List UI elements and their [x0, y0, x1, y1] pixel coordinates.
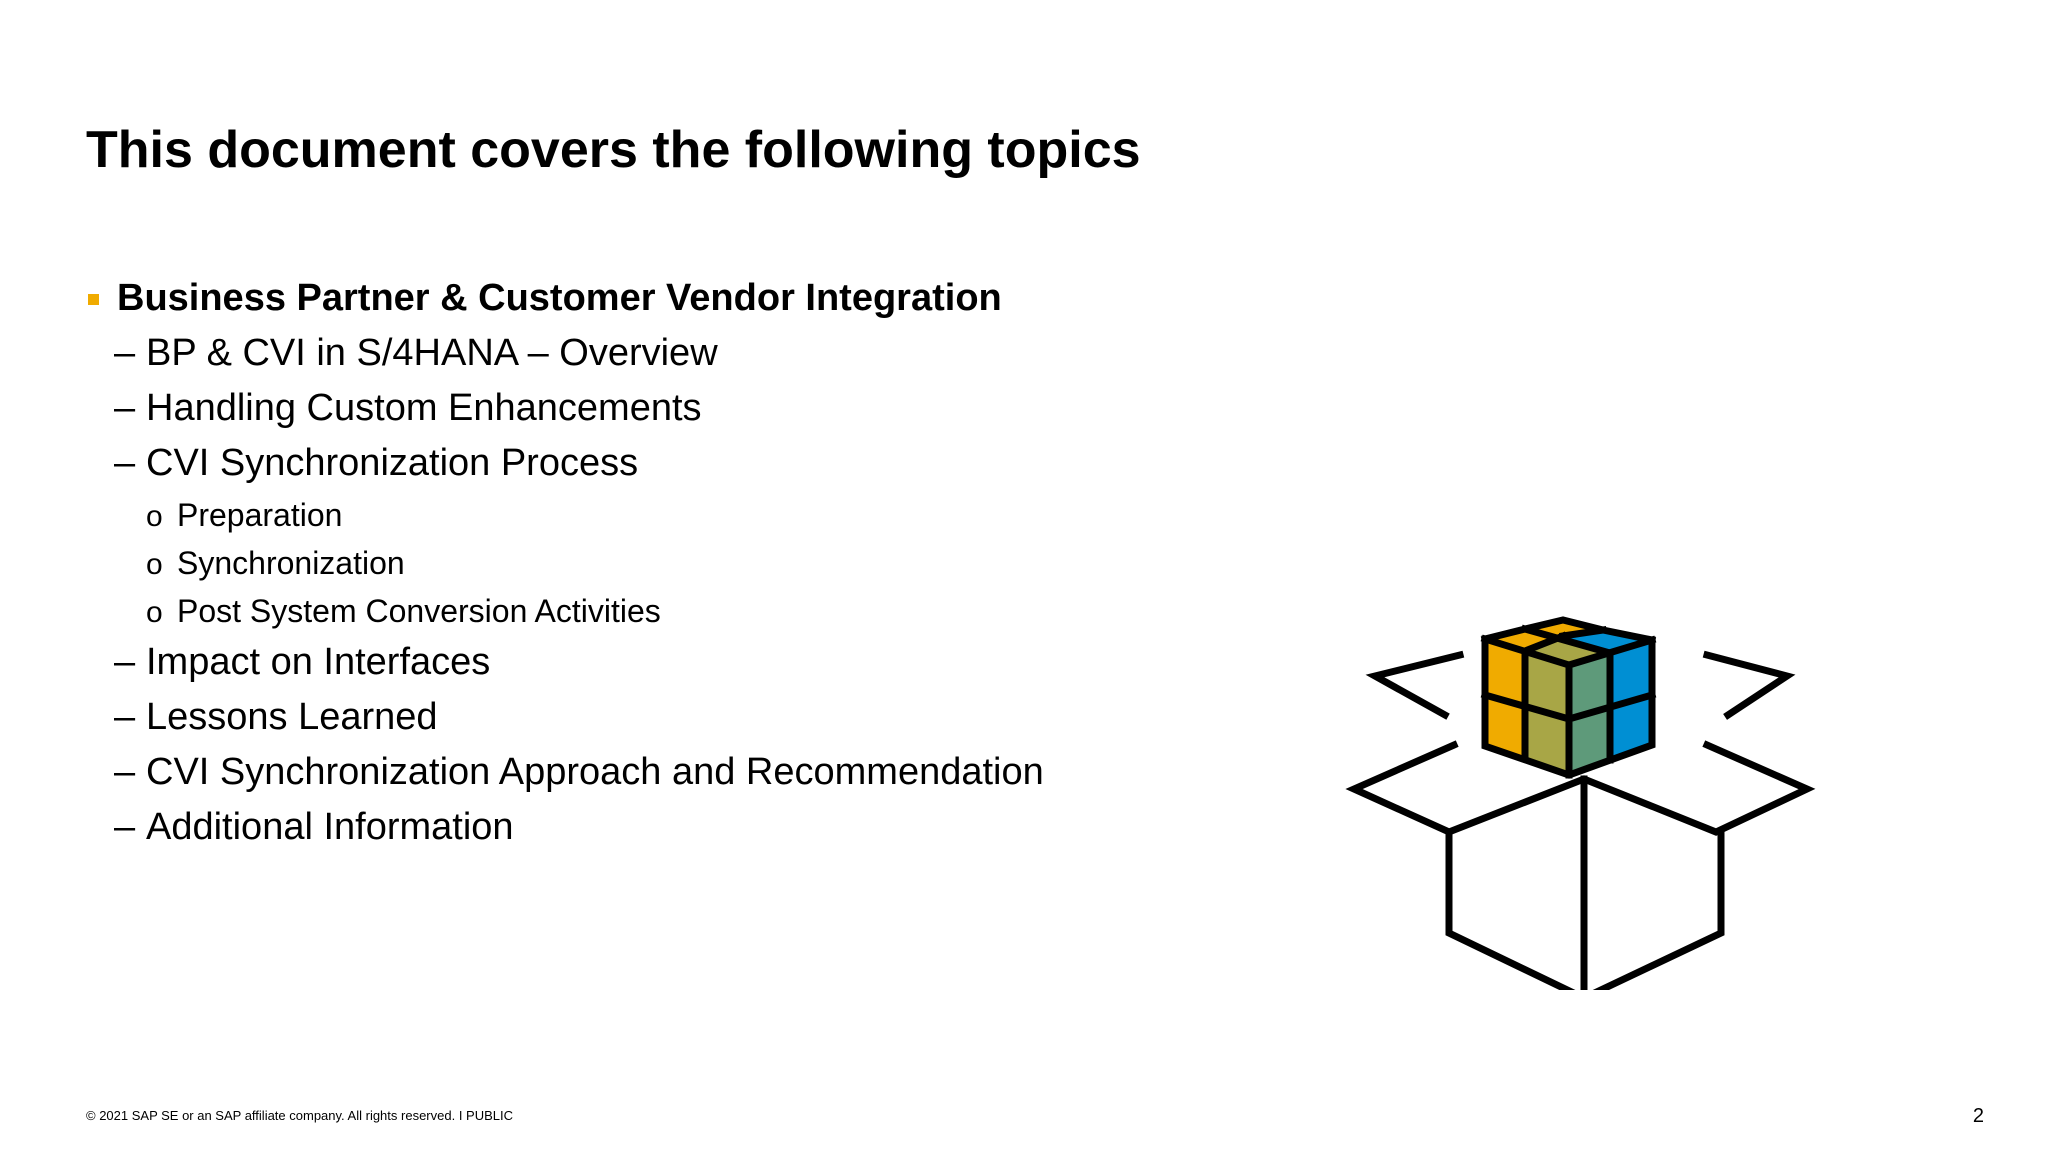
subtopic-item: – Lessons Learned [86, 690, 1286, 745]
dash-bullet: – [114, 387, 136, 429]
dash-bullet: – [114, 641, 136, 683]
process-step-item: o Synchronization [86, 539, 1286, 587]
subtopic-label: CVI Synchronization Process [146, 442, 639, 484]
dash-bullet: – [114, 751, 136, 793]
copyright-footer: © 2021 SAP SE or an SAP affiliate compan… [86, 1108, 514, 1123]
page-number: 2 [1972, 1105, 1984, 1127]
page-title: This document covers the following topic… [86, 121, 1141, 179]
dash-bullet: – [114, 442, 136, 484]
square-bullet-icon [88, 294, 99, 305]
subtopic-label: CVI Synchronization Approach and Recomme… [146, 751, 1044, 793]
open-box-with-cubes-icon [1345, 616, 1816, 990]
subtopic-label: Impact on Interfaces [146, 641, 491, 683]
topic-list: Business Partner & Customer Vendor Integ… [86, 270, 1286, 855]
subtopic-item: – BP & CVI in S/4HANA – Overview [86, 326, 1286, 381]
dash-bullet: – [114, 696, 136, 738]
subtopic-label: Handling Custom Enhancements [146, 387, 702, 429]
circle-bullet: o [146, 548, 163, 581]
process-step-label: Preparation [177, 497, 343, 533]
subtopic-item: – Additional Information [86, 800, 1286, 855]
subtopic-label: Additional Information [146, 806, 514, 848]
process-step-item: o Preparation [86, 491, 1286, 539]
dash-bullet: – [114, 332, 136, 374]
topic-label: Business Partner & Customer Vendor Integ… [117, 277, 1002, 319]
circle-bullet: o [146, 596, 163, 629]
subtopic-label: BP & CVI in S/4HANA – Overview [146, 332, 718, 374]
subtopic-item: – CVI Synchronization Approach and Recom… [86, 745, 1286, 800]
subtopic-item: – Handling Custom Enhancements [86, 381, 1286, 436]
process-step-label: Synchronization [177, 545, 405, 581]
subtopic-label: Lessons Learned [146, 696, 438, 738]
dash-bullet: – [114, 806, 136, 848]
circle-bullet: o [146, 500, 163, 533]
topic-item: Business Partner & Customer Vendor Integ… [86, 270, 1286, 326]
subtopic-item: – Impact on Interfaces [86, 635, 1286, 690]
process-step-item: o Post System Conversion Activities [86, 587, 1286, 635]
subtopic-item: – CVI Synchronization Process [86, 436, 1286, 491]
process-step-label: Post System Conversion Activities [177, 593, 661, 629]
